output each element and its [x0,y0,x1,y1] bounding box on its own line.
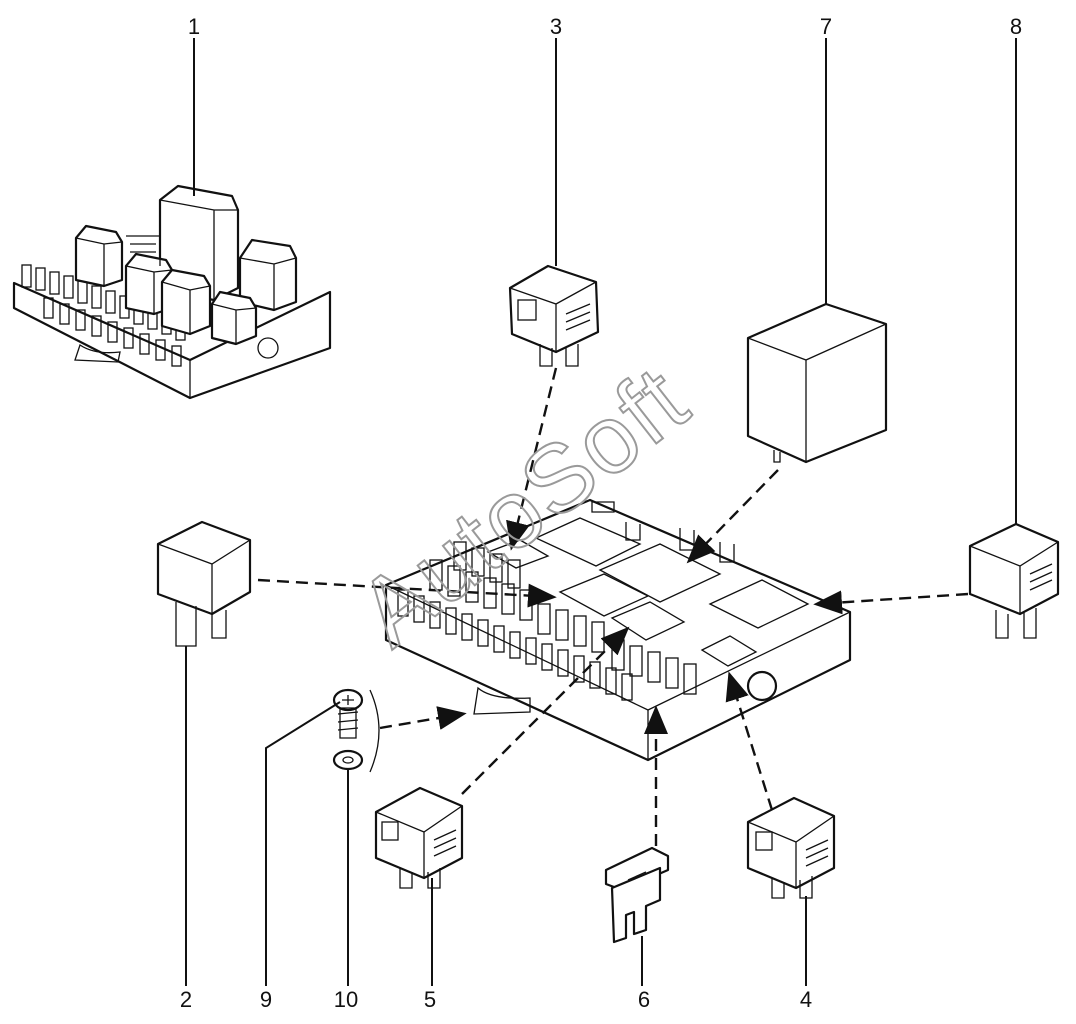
relay-7 [746,302,888,464]
assembly-arrows [257,367,969,846]
callout-10: 10 [334,987,358,1012]
callout-4: 4 [800,987,812,1012]
callout-1: 1 [188,14,200,39]
relay-5 [374,786,464,889]
relay-2 [156,520,252,647]
fuse-6 [604,846,670,944]
fastener-bracket [369,689,380,773]
callout-2: 2 [180,987,192,1012]
assembled-fuse-box [12,184,332,400]
washer-10 [332,749,364,771]
callout-7: 7 [820,14,832,39]
callout-9: 9 [260,987,272,1012]
relay-4 [746,796,836,899]
relay-8 [968,522,1060,639]
callout-3: 3 [550,14,562,39]
callout-8: 8 [1010,14,1022,39]
relay-3 [508,264,600,367]
screw-9 [332,688,364,739]
callout-6: 6 [638,987,650,1012]
leader-lines [185,38,1017,986]
callout-5: 5 [424,987,436,1012]
